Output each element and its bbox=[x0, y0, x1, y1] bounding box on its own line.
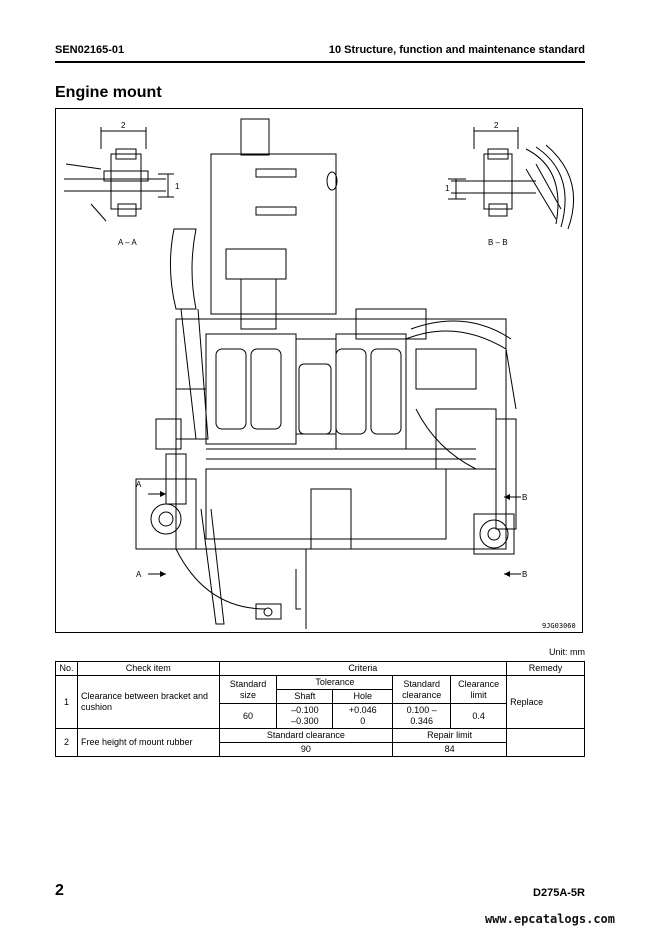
maintenance-standard-table: No. Check item Criteria Remedy 1 Clearan… bbox=[55, 661, 585, 757]
shaft-lower: –0.300 bbox=[291, 716, 319, 726]
row2-remedy bbox=[506, 728, 585, 757]
table-row: 1 Clearance between bracket and cushion … bbox=[55, 675, 585, 729]
standard-clearance-lower: 0.346 bbox=[410, 716, 433, 726]
arrow-b-bottom-label: B bbox=[522, 570, 527, 579]
standard-clearance-label: Standard clearance bbox=[392, 675, 452, 704]
table-row: 2 Free height of mount rubber Standard c… bbox=[55, 728, 585, 757]
header-check-item: Check item bbox=[76, 661, 220, 676]
dimension-1-left: 1 bbox=[175, 182, 180, 191]
header-remedy: Remedy bbox=[506, 661, 585, 676]
table-row: 90 84 bbox=[56, 742, 585, 757]
shaft-tolerance-value: –0.100 –0.300 bbox=[276, 703, 334, 729]
row2-standard-clearance-value: 90 bbox=[218, 742, 394, 757]
model-code: D275A-5R bbox=[533, 887, 585, 899]
drawing-code: 9JG03060 bbox=[542, 622, 576, 630]
row1-no: 1 bbox=[55, 675, 78, 729]
shaft-label: Shaft bbox=[276, 689, 334, 704]
table-header-row: No. Check item Criteria Remedy bbox=[55, 661, 585, 676]
unit-note: Unit: mm bbox=[549, 647, 585, 657]
table-row: 60 –0.100 –0.300 +0.046 0 0.100 – 0.346 … bbox=[56, 703, 585, 729]
section-aa-label: A – A bbox=[118, 238, 137, 247]
row2-no: 2 bbox=[55, 728, 78, 757]
arrow-b-top-label: B bbox=[522, 493, 527, 502]
standard-clearance-value: 0.100 – 0.346 bbox=[392, 703, 452, 729]
standard-clearance-upper: 0.100 – bbox=[406, 705, 437, 715]
dimension-1-right: 1 bbox=[445, 184, 450, 193]
dimension-2-right: 2 bbox=[494, 121, 499, 130]
engine-mount-drawing: A – A B – B 2 1 2 1 A A B B 9JG03060 bbox=[55, 108, 583, 633]
hole-upper: +0.046 bbox=[348, 705, 377, 715]
row2-item: Free height of mount rubber bbox=[76, 728, 220, 757]
row2-repair-limit-label: Repair limit bbox=[392, 728, 508, 743]
standard-size-label: Standard size bbox=[218, 675, 278, 704]
hole-tolerance-value: +0.046 0 bbox=[332, 703, 394, 729]
document-code: SEN02165-01 bbox=[55, 44, 125, 56]
header-criteria: Criteria bbox=[218, 661, 508, 676]
row2-repair-limit-value: 84 bbox=[392, 742, 508, 757]
page-title: Engine mount bbox=[55, 84, 162, 101]
header-no: No. bbox=[55, 661, 78, 676]
clearance-limit-label: Clearance limit bbox=[450, 675, 508, 704]
clearance-limit-value: 0.4 bbox=[450, 703, 508, 729]
shaft-upper: –0.100 bbox=[291, 705, 319, 715]
standard-size-value: 60 bbox=[218, 703, 278, 729]
watermark-link[interactable]: www.epcatalogs.com bbox=[484, 912, 615, 926]
chapter-title: 10 Structure, function and maintenance s… bbox=[328, 44, 585, 56]
dimension-2-left: 2 bbox=[121, 121, 126, 130]
engine-drawing-svg: A – A B – B 2 1 2 1 A A B B 9JG03060 bbox=[64, 118, 576, 630]
section-bb-label: B – B bbox=[488, 238, 508, 247]
row1-remedy: Replace bbox=[506, 675, 585, 729]
arrow-a-top-label: A bbox=[136, 480, 142, 489]
page-number: 2 bbox=[55, 882, 64, 899]
hole-lower: 0 bbox=[360, 716, 366, 726]
row1-item: Clearance between bracket and cushion bbox=[76, 675, 220, 729]
section-bb-detail bbox=[448, 127, 575, 230]
header-rule bbox=[55, 61, 585, 63]
arrow-a-bottom-label: A bbox=[136, 570, 142, 579]
tolerance-label: Tolerance bbox=[276, 675, 394, 690]
hole-label: Hole bbox=[332, 689, 394, 704]
section-aa-detail bbox=[64, 127, 174, 222]
row2-standard-clearance-label: Standard clearance bbox=[218, 728, 394, 743]
